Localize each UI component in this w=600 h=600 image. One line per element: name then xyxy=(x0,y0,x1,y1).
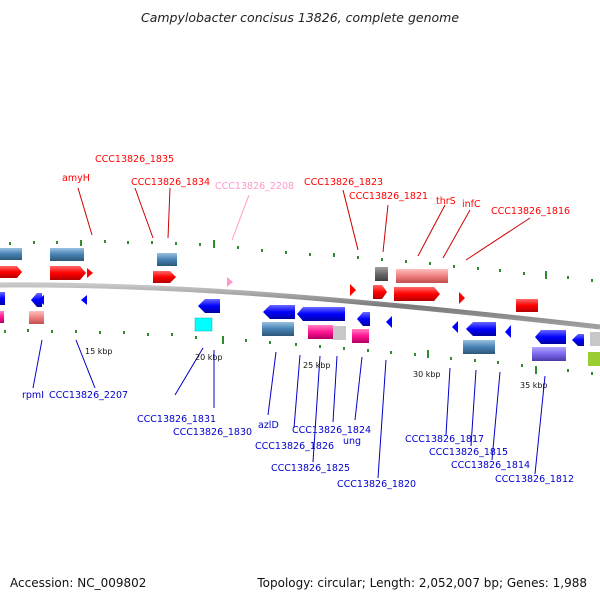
gene-block xyxy=(194,317,213,332)
gene-arrow xyxy=(297,307,345,321)
accession-label: Accession: NC_009802 xyxy=(10,576,147,590)
gene-arrow xyxy=(81,295,87,305)
gene-arrow xyxy=(452,321,458,333)
gene-block xyxy=(50,248,84,261)
gene-label: CCC13826_1835 xyxy=(95,154,174,165)
scale-label: 20 kbp xyxy=(195,353,223,362)
gene-block xyxy=(262,322,294,336)
gene-label: CCC13826_1825 xyxy=(271,463,350,474)
gene-label: CCC13826_1823 xyxy=(304,177,383,188)
gene-arrow xyxy=(153,271,176,283)
gene-arrow xyxy=(572,334,584,346)
gene-arrow xyxy=(394,287,440,301)
gene-block xyxy=(588,352,600,366)
gene-block xyxy=(463,340,495,354)
gene-label: ung xyxy=(343,436,361,447)
gene-label: CCC13826_2207 xyxy=(49,390,128,401)
gene-label: CCC13826_2208 xyxy=(215,181,294,192)
gene-arrow xyxy=(50,266,86,280)
gene-label: CCC13826_1834 xyxy=(131,177,210,188)
scale-labels: 15 kbp 20 kbp 25 kbp 30 kbp 35 kbp xyxy=(85,347,548,390)
scale-label: 30 kbp xyxy=(413,370,441,379)
gene-block xyxy=(375,267,388,281)
gene-arrow xyxy=(38,295,44,305)
gene-label: CCC13826_1830 xyxy=(173,427,252,438)
gene-label: infC xyxy=(462,199,481,210)
gene-arrow xyxy=(357,312,370,326)
gene-block xyxy=(29,311,44,324)
gene-label: CCC13826_1817 xyxy=(405,434,484,445)
scale-label: 15 kbp xyxy=(85,347,113,356)
scale-label: 35 kbp xyxy=(520,381,548,390)
gene-block xyxy=(308,325,333,339)
gene-label: CCC13826_1826 xyxy=(255,441,334,452)
forward-label-leaders xyxy=(77,187,531,261)
gene-label: CCC13826_1812 xyxy=(495,474,574,485)
gene-arrow xyxy=(0,266,22,278)
gene-label: CCC13826_1815 xyxy=(429,447,508,458)
gene-label: rpmI xyxy=(22,390,44,401)
gene-block xyxy=(590,332,600,346)
gene-label: CCC13826_1820 xyxy=(337,479,416,490)
reverse-label-leaders xyxy=(32,339,546,479)
inner-tick-track xyxy=(4,329,593,375)
gene-label: CCC13826_1821 xyxy=(349,191,428,202)
gene-block xyxy=(157,253,177,266)
gene-block xyxy=(516,299,538,312)
scale-label: 25 kbp xyxy=(303,361,331,370)
gene-arrow xyxy=(198,299,220,313)
gene-arrow xyxy=(350,284,356,296)
gene-block xyxy=(0,311,4,323)
genome-backbone xyxy=(0,282,600,330)
gene-label: CCC13826_1831 xyxy=(137,414,216,425)
forward-genes xyxy=(0,248,538,312)
gene-label: amyH xyxy=(62,173,90,184)
gene-arrow xyxy=(227,277,233,287)
topology-label: Topology: circular; Length: 2,052,007 bp… xyxy=(257,576,587,590)
gene-arrow xyxy=(31,293,42,307)
gene-label: CCC13826_1824 xyxy=(292,425,371,436)
gene-label: CCC13826_1814 xyxy=(451,460,530,471)
outer-tick-track xyxy=(9,240,593,282)
forward-gene-labels: CCC13826_1835 amyH CCC13826_1834 CCC1382… xyxy=(62,154,570,217)
gene-block xyxy=(352,329,369,343)
gene-arrow xyxy=(373,285,387,299)
gene-arrow xyxy=(505,325,511,338)
gene-label: CCC13826_1816 xyxy=(491,206,570,217)
gene-block xyxy=(396,269,448,283)
reverse-genes xyxy=(0,292,600,366)
map-title: Campylobacter concisus 13826, complete g… xyxy=(140,10,460,25)
reverse-gene-labels: rpmI CCC13826_2207 CCC13826_1831 CCC1382… xyxy=(22,390,574,490)
gene-arrow xyxy=(466,322,496,336)
gene-arrow xyxy=(386,316,392,328)
gene-arrow xyxy=(535,330,566,344)
gene-label: azlD xyxy=(258,420,279,431)
gene-block xyxy=(333,326,346,340)
gene-block xyxy=(0,248,22,260)
gene-arrow xyxy=(87,268,93,278)
gene-label: thrS xyxy=(436,196,456,207)
gene-arrow xyxy=(0,292,5,305)
gene-block xyxy=(532,347,566,361)
gene-arrow xyxy=(459,292,465,304)
gene-arrow xyxy=(263,305,295,319)
